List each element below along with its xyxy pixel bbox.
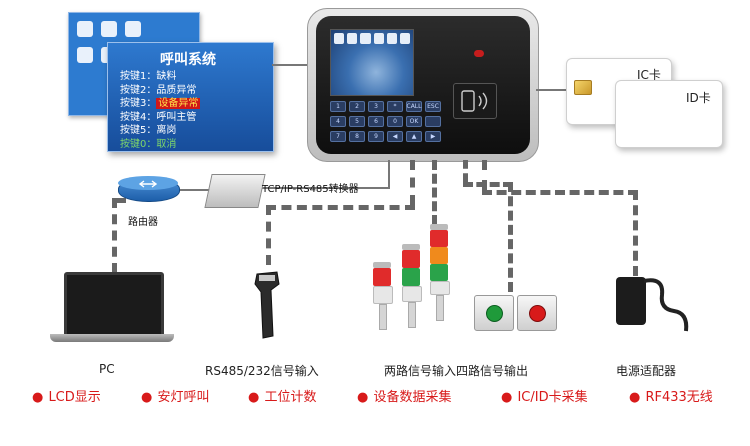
keypad-key[interactable]: CALL <box>406 101 422 112</box>
call-system-menu: 呼叫系统 按键1：缺料 按键2：品质异常 按键3：设备异常 按键4：呼叫主管 按… <box>107 42 274 152</box>
caption-power-adapter: 电源适配器 <box>616 364 677 378</box>
wire <box>410 160 415 205</box>
rfid-icon <box>461 90 488 112</box>
keypad-key[interactable]: 1 <box>330 101 346 112</box>
caption-signal-io: 两路信号输入四路信号输出 <box>384 364 529 378</box>
caption-pc: PC <box>99 362 115 376</box>
wire <box>262 187 390 189</box>
router-label: 路由器 <box>128 217 158 228</box>
card-connector <box>536 89 570 91</box>
red-button-box <box>517 295 557 331</box>
keypad-key[interactable]: ▶ <box>425 131 441 142</box>
menu-item: 按键4：呼叫主管 <box>120 111 197 123</box>
wire <box>482 190 638 195</box>
laptop-icon <box>64 272 164 340</box>
feature-item: ● LCD显示 <box>32 390 101 405</box>
keypad-key[interactable]: 9 <box>368 131 384 142</box>
keypad-key[interactable]: 0 <box>387 116 403 127</box>
menu-connector <box>272 64 340 66</box>
keypad-key[interactable]: 7 <box>330 131 346 142</box>
menu-item: 按键5：离岗 <box>120 125 177 137</box>
converter-label: TCP/IP-RS485转换器 <box>262 184 359 195</box>
id-card-label: ID卡 <box>686 91 711 105</box>
keypad-key[interactable]: 5 <box>349 116 365 127</box>
tower-light-icon <box>371 262 393 330</box>
menu-item: 按键0：取消 <box>120 138 177 150</box>
wire <box>508 182 513 292</box>
wire <box>432 160 437 225</box>
keypad-key[interactable]: * <box>387 101 403 112</box>
chip-icon <box>574 80 592 95</box>
wire <box>266 205 415 210</box>
terminal-screen <box>330 29 414 96</box>
wire <box>112 198 117 273</box>
keypad-key[interactable]: 4 <box>330 116 346 127</box>
status-led <box>474 50 484 57</box>
menu-item-highlighted: 按键3：设备异常 <box>120 98 201 110</box>
wire <box>388 160 390 188</box>
keypad-key[interactable]: ◀ <box>387 131 403 142</box>
power-adapter-icon <box>616 277 646 325</box>
tower-light-icon <box>428 224 450 321</box>
feature-item: ● 工位计数 <box>248 390 317 405</box>
keypad-key[interactable]: ▲ <box>406 131 422 142</box>
card-reader <box>453 83 497 119</box>
wire <box>463 182 513 187</box>
keypad-key[interactable] <box>425 116 441 127</box>
keypad-key[interactable]: 8 <box>349 131 365 142</box>
keypad-key[interactable]: ESC <box>425 101 441 112</box>
menu-item-highlight: 设备异常 <box>156 98 201 110</box>
barcode-scanner-icon <box>254 271 280 339</box>
keypad-key[interactable]: 2 <box>349 101 365 112</box>
wire <box>266 205 271 265</box>
menu-title: 呼叫系统 <box>160 52 216 68</box>
ic-card-label: IC卡 <box>637 68 661 82</box>
tower-light-icon <box>400 244 422 328</box>
green-button-box <box>474 295 514 331</box>
wire <box>482 160 487 190</box>
feature-item: ● RF433无线 <box>629 390 713 405</box>
wire <box>463 160 468 182</box>
menu-items: 按键1：缺料 按键2：品质异常 按键3：设备异常 按键4：呼叫主管 按键5：离岗… <box>120 70 201 152</box>
feature-item: ● 安灯呼叫 <box>141 390 210 405</box>
feature-item: ● IC/ID卡采集 <box>501 390 588 405</box>
wire <box>633 190 638 276</box>
menu-item: 按键2：品质异常 <box>120 84 197 96</box>
keypad-key[interactable]: OK <box>406 116 422 127</box>
feature-item: ● 设备数据采集 <box>357 390 452 405</box>
wire <box>178 189 210 191</box>
keypad-key[interactable]: 6 <box>368 116 384 127</box>
converter-icon <box>204 174 266 208</box>
keypad-key[interactable]: 3 <box>368 101 384 112</box>
caption-rs485: RS485/232信号输入 <box>205 364 319 378</box>
power-cable-icon <box>643 278 689 332</box>
wire <box>112 198 126 203</box>
menu-item: 按键1：缺料 <box>120 71 177 82</box>
id-card: ID卡 <box>615 80 723 148</box>
